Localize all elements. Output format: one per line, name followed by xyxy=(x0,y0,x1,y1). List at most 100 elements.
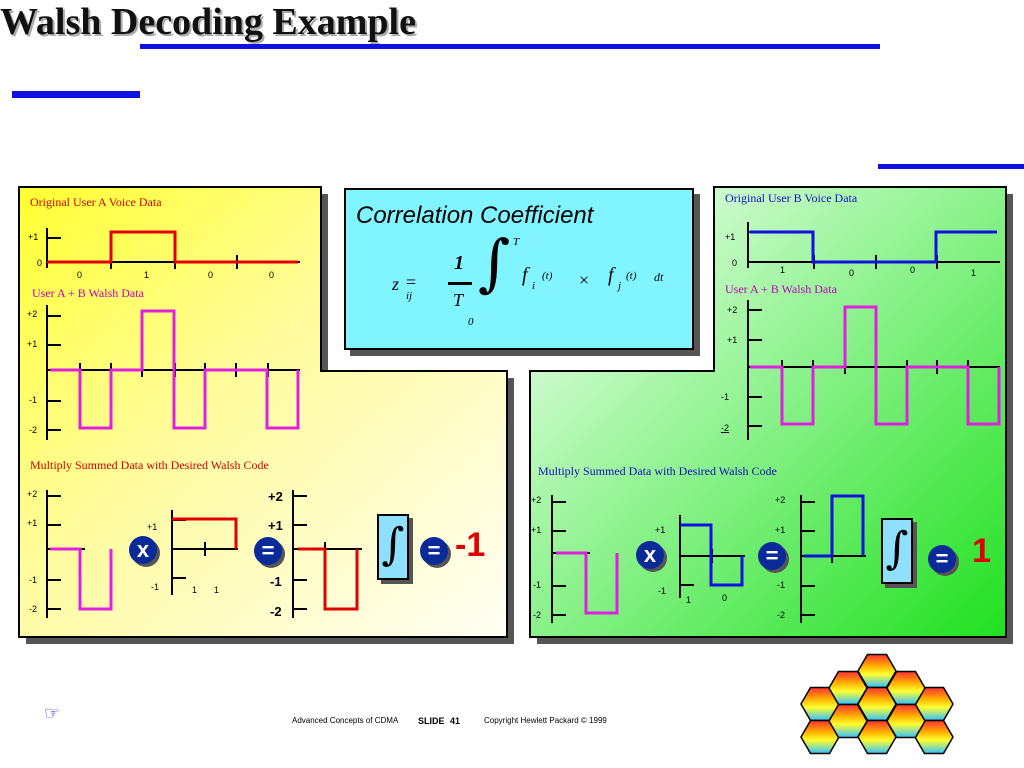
footer-copyright: Copyright Hewlett Packard © 1999 xyxy=(484,716,607,725)
left-mult-y-plus1: +1 xyxy=(27,518,38,528)
corr-fi-t: (t) xyxy=(542,270,553,282)
corr-fj-t: (t) xyxy=(626,270,637,282)
left-sum-y-minus2: -2 xyxy=(29,425,38,435)
right-prod-y-minus1: -1 xyxy=(777,580,786,590)
left-voice-bit-4: 0 xyxy=(269,270,275,280)
left-multiply-icon: x xyxy=(129,536,157,564)
hex-cell-10 xyxy=(886,703,926,739)
right-mult-wave xyxy=(556,551,619,615)
left-prod-y-minus1: -1 xyxy=(270,574,282,589)
left-result: -1 xyxy=(455,526,486,564)
footer-course: Advanced Concepts of CDMA xyxy=(292,716,399,725)
footer-slide-number: 41 xyxy=(450,716,461,726)
page-title: Walsh Decoding Example xyxy=(0,1,416,43)
right-sum-wave xyxy=(750,305,1001,426)
right-code-bit-1: 1 xyxy=(686,595,692,605)
corr-dt: dt xyxy=(654,270,664,284)
corr-times: × xyxy=(579,270,590,290)
corr-upper-limit: T xyxy=(513,236,520,248)
left-mult-y-plus2: +2 xyxy=(27,489,38,499)
left-equals-icon-1: = xyxy=(254,537,282,565)
right-prod-y-plus1: +1 xyxy=(775,525,786,535)
left-code-bit-1: 1 xyxy=(192,585,198,595)
right-multiply-icon: x xyxy=(636,541,664,569)
right-voice-label: Original User B Voice Data xyxy=(725,191,858,205)
left-sum-wave xyxy=(50,309,300,430)
right-prod-y-minus2: -2 xyxy=(777,610,786,620)
title-rule-left xyxy=(12,91,140,98)
right-voice-bit-3: 0 xyxy=(910,265,916,275)
right-voice-y-0: 0 xyxy=(732,258,738,268)
left-mult-y-minus1: -1 xyxy=(29,575,38,585)
right-equals-icon-1: = xyxy=(758,542,786,570)
left-voice-wave xyxy=(47,230,298,264)
right-mult-y-plus1: +1 xyxy=(531,525,542,535)
left-integral-icon: ∫ xyxy=(377,514,409,580)
corr-fraction-bar xyxy=(448,282,472,285)
hex-cell-9 xyxy=(828,703,868,739)
corr-fi-sub: i xyxy=(532,280,536,292)
left-sum-y-plus1: +1 xyxy=(27,339,38,349)
left-prod-y-plus2: +2 xyxy=(268,489,283,504)
right-sum-y-minus2: -2 xyxy=(721,423,730,433)
correlation-title: Correlation Coefficient xyxy=(356,202,594,229)
corr-fj: f xyxy=(608,264,614,286)
right-mult-y-plus2: +2 xyxy=(531,495,542,505)
left-voice-bit-1: 0 xyxy=(77,270,83,280)
left-voice-y-0: 0 xyxy=(37,258,43,268)
left-mult-label: Multiply Summed Data with Desired Walsh … xyxy=(30,458,269,472)
right-sum-y-plus2: +2 xyxy=(727,305,738,315)
left-voice-bit-2: 1 xyxy=(144,270,150,280)
right-mult-y-minus2: -2 xyxy=(533,610,542,620)
right-code-wave xyxy=(680,523,744,587)
right-code-bit-2: 0 xyxy=(722,593,728,603)
right-code-y-minus1: -1 xyxy=(658,586,667,596)
title-rule-right xyxy=(878,164,1024,169)
corr-ij: ij xyxy=(406,290,413,302)
left-code-y-minus1: -1 xyxy=(151,582,160,592)
right-mult-y-minus1: -1 xyxy=(533,580,542,590)
left-code-bit-2: 1 xyxy=(214,585,220,595)
right-mult-label: Multiply Summed Data with Desired Walsh … xyxy=(538,464,777,478)
corr-one: 1 xyxy=(454,252,464,274)
left-sum-label: User A + B Walsh Data xyxy=(32,286,144,300)
left-prod-y-minus2: -2 xyxy=(270,604,282,619)
right-sum-label: User A + B Walsh Data xyxy=(725,282,837,296)
left-equals-icon-2: = xyxy=(420,537,448,565)
corr-z: z xyxy=(392,274,400,294)
left-mult-wave xyxy=(50,547,113,611)
right-voice-bit-2: 0 xyxy=(849,268,855,278)
right-prod-y-plus2: +2 xyxy=(775,495,786,505)
right-voice-bit-1: 1 xyxy=(780,265,786,275)
right-sum-y-plus1: +1 xyxy=(727,335,738,345)
corr-fj-sub: j xyxy=(618,280,622,292)
left-code-y-plus1: +1 xyxy=(147,522,158,532)
left-voice-label: Original User A Voice Data xyxy=(30,195,162,209)
right-code-y-plus1: +1 xyxy=(655,525,666,535)
left-sum-y-minus1: -1 xyxy=(29,395,38,405)
right-voice-y-plus1: +1 xyxy=(725,232,736,242)
right-sum-y-minus1: -1 xyxy=(721,392,730,402)
pointer-hand-icon: ☞ xyxy=(44,703,61,724)
left-voice-y-plus1: +1 xyxy=(28,232,39,242)
right-integral-icon: ∫ xyxy=(881,518,913,584)
left-voice-bit-3: 0 xyxy=(208,270,214,280)
corr-fi: f xyxy=(522,264,528,286)
corr-integral-icon: ∫ xyxy=(478,226,511,299)
left-prod-y-plus1: +1 xyxy=(268,518,283,533)
footer-slide-label: SLIDE xyxy=(418,716,445,726)
left-code-wave xyxy=(172,517,238,549)
corr-T: T xyxy=(453,290,464,310)
corr-lower-limit: 0 xyxy=(468,316,474,328)
correlation-box: Correlation Coefficient z = ij 1 T ∫ T 0… xyxy=(344,188,694,350)
corr-eq: = xyxy=(406,272,417,292)
right-prod-wave xyxy=(804,494,865,558)
right-result: 1 xyxy=(972,532,991,570)
left-prod-wave xyxy=(298,547,359,611)
right-voice-bit-4: 1 xyxy=(971,268,977,278)
left-mult-y-minus2: -2 xyxy=(29,604,38,614)
right-voice-wave xyxy=(750,230,997,264)
top-rule xyxy=(140,44,880,49)
